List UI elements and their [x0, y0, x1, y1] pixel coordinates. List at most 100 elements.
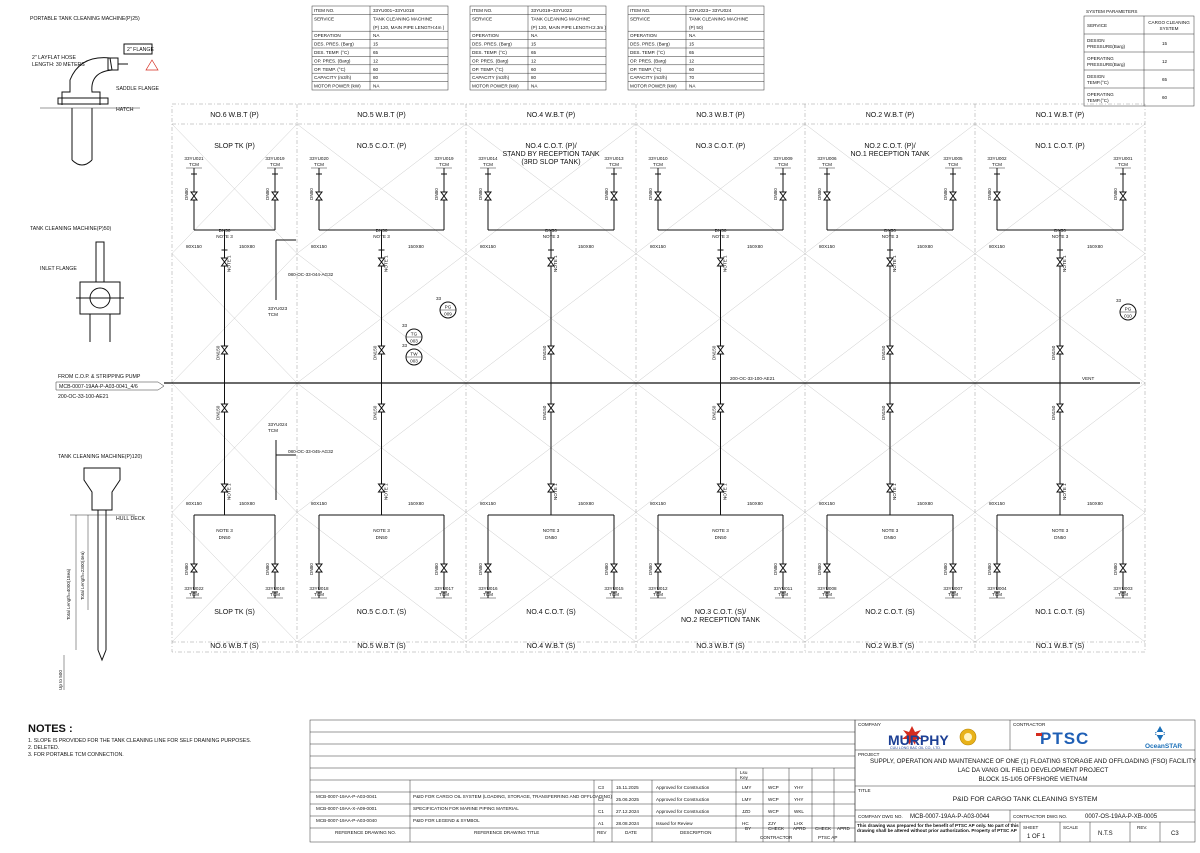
- cot-label-top: STAND BY RECEPTION TANK: [502, 151, 599, 158]
- rev-aprd: YHY: [794, 797, 803, 802]
- valve-icon: [547, 345, 555, 355]
- note3-label: NOTE 3: [882, 528, 899, 533]
- label-2in-flange: 2" FLANGE: [127, 47, 154, 53]
- dn50-label: DN50: [219, 535, 231, 540]
- tcm-icon: [316, 591, 322, 598]
- branch-pipe-top: [487, 180, 615, 383]
- valve-icon: [654, 563, 662, 573]
- dn150-label: DN150: [1051, 345, 1056, 360]
- item-table-key: OPERATION: [472, 33, 499, 38]
- rev-check: WCP: [768, 797, 779, 802]
- rev-header-rev: REV: [597, 830, 607, 835]
- item-table-value: 60: [531, 67, 537, 72]
- dn50-label: DN50: [376, 228, 388, 233]
- branch-pipe-top: [193, 180, 276, 383]
- reducer-label: 150X80: [1087, 244, 1103, 249]
- instrument-prefix: 33: [402, 323, 408, 328]
- item-table-key: MOTOR POWER (kW): [472, 84, 519, 89]
- reducer-label: 80X150: [311, 244, 327, 249]
- note3-label: NOTE 3: [712, 234, 729, 239]
- tcm-icon: [441, 168, 447, 175]
- tcm-tag: 33YU016: [478, 586, 498, 591]
- project-label: PROJECT: [858, 752, 880, 757]
- tcm-tag: 33YU018: [309, 586, 329, 591]
- note1-label: NOTE 1: [723, 255, 728, 272]
- item-table-key: DES. PRES. (Barg): [314, 42, 354, 47]
- ref-header-title: REFERENCE DRAWING TITLE: [474, 830, 539, 835]
- reducer-label: 80X150: [480, 244, 496, 249]
- item-table-value: TANK CLEANING MACHINE: [373, 16, 432, 21]
- ptsc-logo-mark-icon: [1036, 733, 1042, 736]
- reducer-label: 150X80: [408, 501, 424, 506]
- tcm-icon: [655, 591, 661, 598]
- tcm-label: TCM: [1118, 162, 1128, 167]
- tcm-tag: 33YU019: [434, 156, 454, 161]
- dn80-label: DN80: [773, 563, 778, 575]
- murphy-star-logo-icon: [902, 726, 922, 745]
- item-table-value: 70: [689, 75, 695, 80]
- item-table-value: 12: [373, 58, 379, 63]
- cot-label-top: NO.5 C.O.T. (P): [357, 143, 406, 150]
- item-table-value: 33YU019~33YU022: [531, 8, 572, 13]
- valve-icon: [547, 483, 555, 493]
- valve-icon: [220, 345, 229, 355]
- dn80-label: DN80: [434, 563, 439, 575]
- reducer-label: 150X80: [917, 244, 933, 249]
- tcm-label: TCM: [653, 162, 663, 167]
- ref-header-drawing: REFERENCE DRAWING NO.: [335, 830, 396, 835]
- wbt-label-top: NO.1 W.B.T (P): [1036, 112, 1085, 119]
- system-params-value: CARGO CLEANING: [1148, 20, 1190, 25]
- tcm-label: TCM: [268, 428, 278, 433]
- rev-label: REV.: [1137, 825, 1147, 830]
- rev-date: 27.12.2024: [616, 809, 639, 814]
- valve-icon: [220, 403, 229, 413]
- tcm-tag: 33YU010: [648, 156, 668, 161]
- revision-reference-block: Lsu Key REFERENCE DRAWING NO. REFERENCE …: [309, 719, 856, 843]
- contractor-label: CONTRACTOR: [1013, 722, 1046, 727]
- dn150-label: DN150: [881, 405, 886, 420]
- dn80-label: DN80: [604, 563, 609, 575]
- note3-label: NOTE 3: [216, 528, 233, 533]
- side-line-top-pipe: [275, 239, 296, 300]
- system-params-key: DESIGN: [1087, 38, 1105, 43]
- item-table-key: SERVICE: [472, 16, 492, 21]
- item-table-key: ITEM NO.: [630, 8, 650, 13]
- scale-value: N.T.S: [1098, 831, 1113, 837]
- reducer-label: 150X80: [239, 501, 255, 506]
- system-params-key: OPERATING: [1087, 92, 1114, 97]
- rev-by: HC: [742, 821, 749, 826]
- tcm-tag: 33YU011: [774, 586, 793, 591]
- vent-label: VENT: [1082, 376, 1094, 381]
- dn80-label: DN80: [478, 188, 483, 200]
- tcm-tag: 33YU008: [817, 586, 837, 591]
- dn80-label: DN80: [943, 188, 948, 200]
- valve-icon: [610, 563, 618, 573]
- valve-icon: [377, 483, 386, 493]
- rev-description: Approved for Construction: [656, 797, 710, 802]
- note3-label: NOTE 3: [1052, 234, 1069, 239]
- label-tcm-p120: TANK CLEANING MACHINE(P)120): [58, 454, 142, 460]
- oceanstar-logo-text: OceanSTAR: [1145, 743, 1182, 750]
- note-2: 2. DELETED.: [28, 745, 59, 751]
- rev-aprd: LHX: [794, 821, 803, 826]
- dn80-label: DN80: [309, 563, 314, 575]
- rev-aprd: WKL: [794, 809, 804, 814]
- tcm-label: TCM: [609, 162, 619, 167]
- tcm-riser: [657, 172, 784, 180]
- label-ref-line: MCB-0007-19AA-P-A03-0041_4/6: [59, 384, 138, 390]
- dn80-label: DN80: [817, 188, 822, 200]
- dn150-label: DN150: [712, 345, 717, 360]
- reducer-label: 80X150: [186, 501, 202, 506]
- rev-description: Approved for Construction: [656, 785, 710, 790]
- note1-label: NOTE 1: [1062, 255, 1067, 272]
- item-table-key: DES. TEMP. (°C): [314, 50, 349, 55]
- valve-icon: [1056, 483, 1064, 493]
- branch-pipe-top: [318, 180, 445, 383]
- system-params-value: 12: [1162, 59, 1168, 64]
- tcm-label: TCM: [483, 162, 493, 167]
- instrument-tag: PG: [1125, 307, 1132, 312]
- dn80-label: DN80: [604, 188, 609, 200]
- dn80-label: DN80: [648, 563, 653, 575]
- tcm-tag: 33YU001: [1113, 156, 1133, 161]
